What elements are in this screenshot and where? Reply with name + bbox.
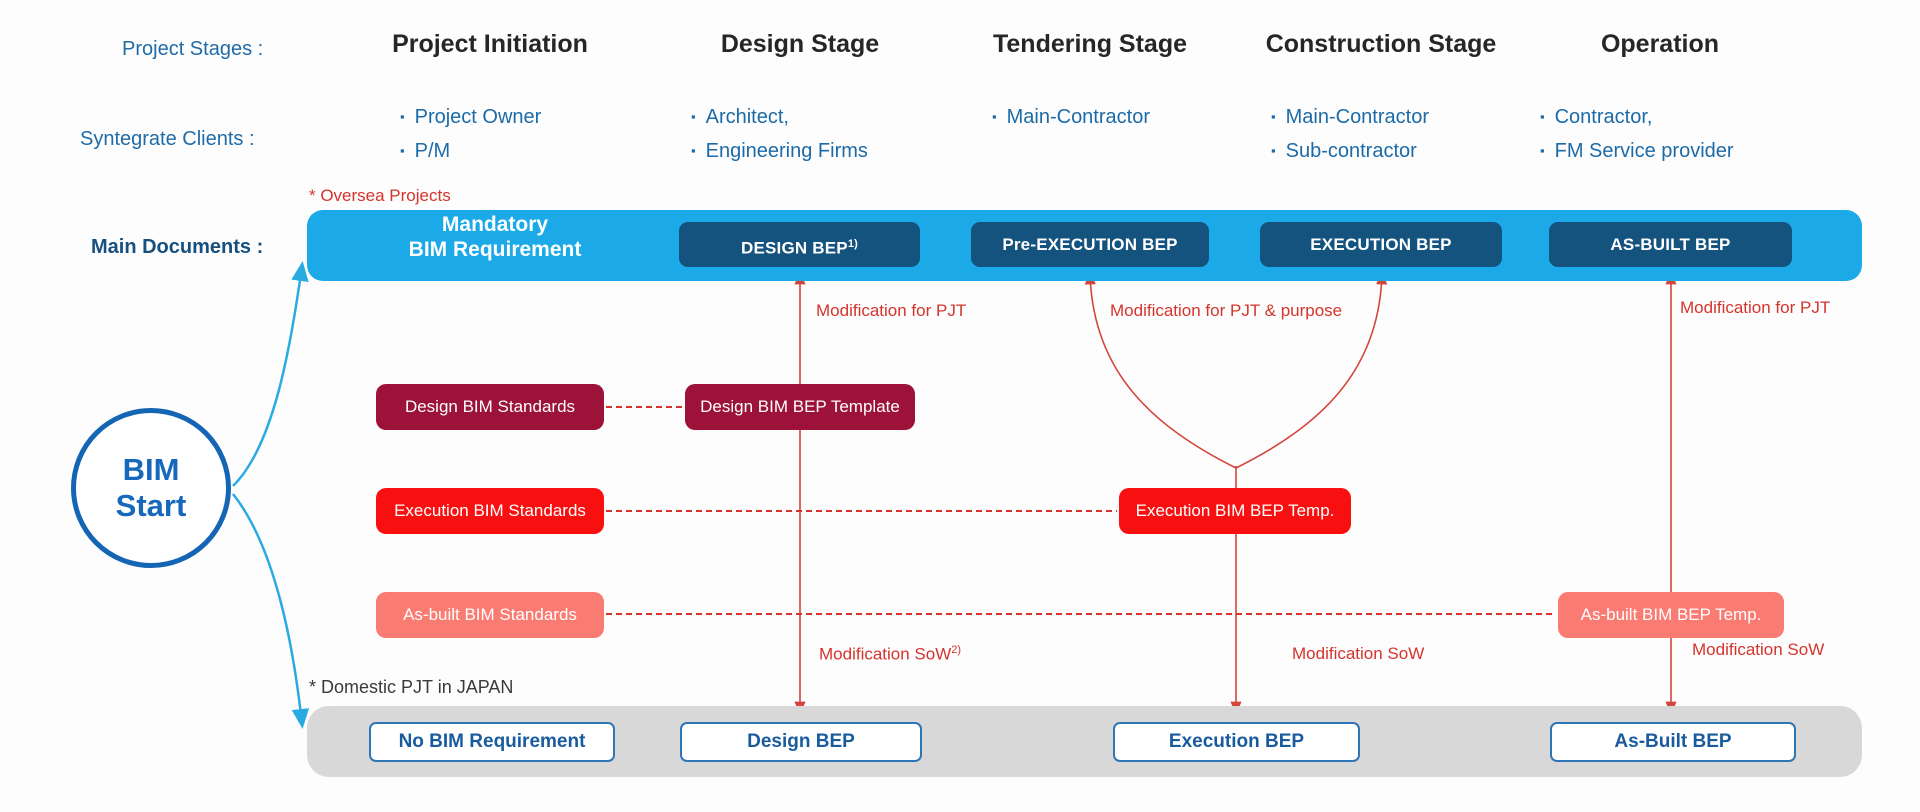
clients-project-initiation: Project Owner P/M — [400, 100, 542, 168]
project-stages-label: Project Stages : — [122, 38, 264, 60]
oversea-projects-note: * Oversea Projects — [309, 186, 451, 205]
mandatory-bim-requirement-title: Mandatory BIM Requirement — [330, 212, 660, 262]
band-title-line1: Mandatory — [441, 213, 549, 236]
modification-sow-design-label: Modification SoW2) — [819, 644, 961, 665]
execution-bim-standards-box: Execution BIM Standards — [376, 488, 604, 534]
modification-for-pjt-asbuilt-label: Modification for PJT — [1680, 298, 1831, 317]
client-item: FM Service provider — [1540, 134, 1734, 168]
as-built-bep-button: AS-BUILT BEP — [1549, 222, 1792, 267]
design-bep-domestic-box: Design BEP — [680, 722, 922, 762]
clients-construction-stage: Main-Contractor Sub-contractor — [1271, 100, 1429, 168]
client-item: P/M — [400, 134, 541, 168]
as-built-bim-standards-box: As-built BIM Standards — [376, 592, 604, 638]
stage-title-tendering: Tendering Stage — [992, 30, 1187, 58]
design-bep-footnote-mark: 1) — [847, 238, 859, 250]
main-documents-label: Main Documents : — [91, 236, 264, 258]
client-item: Project Owner — [400, 100, 542, 134]
stage-title-construction: Construction Stage — [1265, 30, 1497, 58]
clients-operation: Contractor, FM Service provider — [1540, 100, 1734, 168]
design-bep-button: DESIGN BEP1) — [679, 222, 920, 267]
syntegrate-clients-label: Syntegrate Clients : — [80, 128, 255, 150]
modification-sow-execution-label: Modification SoW — [1292, 644, 1425, 663]
as-built-bep-domestic-box: As-Built BEP — [1550, 722, 1796, 762]
modification-sow-text: Modification SoW — [819, 644, 952, 664]
execution-bep-button: EXECUTION BEP — [1260, 222, 1502, 267]
modification-sow-footnote-mark: 2) — [951, 644, 962, 656]
execution-bim-bep-temp-box: Execution BIM BEP Temp. — [1119, 488, 1351, 534]
domestic-pjt-note: * Domestic PJT in JAPAN — [309, 677, 514, 697]
clients-design-stage: Architect, Engineering Firms — [691, 100, 868, 168]
no-bim-requirement-box: No BIM Requirement — [369, 722, 615, 762]
clients-tendering-stage: Main-Contractor — [992, 100, 1150, 134]
stage-title-operation: Operation — [1600, 30, 1720, 58]
client-item: Sub-contractor — [1271, 134, 1429, 168]
stage-title-project-initiation: Project Initiation — [392, 30, 588, 58]
client-item: Engineering Firms — [691, 134, 868, 168]
modification-for-pjt-purpose-label: Modification for PJT & purpose — [1110, 301, 1343, 320]
client-item: Architect, — [691, 100, 868, 134]
client-item: Contractor, — [1540, 100, 1734, 134]
client-item: Main-Contractor — [1271, 100, 1429, 134]
design-bep-label: DESIGN BEP — [740, 238, 848, 258]
pre-execution-bep-button: Pre-EXECUTION BEP — [971, 222, 1209, 267]
band-title-line2: BIM Requirement — [408, 238, 582, 261]
design-bim-standards-box: Design BIM Standards — [376, 384, 604, 430]
bim-start-line1: BIM — [122, 452, 180, 487]
bim-start-to-oversea-curve — [232, 261, 309, 487]
stage-title-design: Design Stage — [720, 30, 880, 58]
client-item: Main-Contractor — [992, 100, 1150, 134]
bim-start-to-domestic-curve — [232, 493, 310, 729]
as-built-bim-bep-temp-box: As-built BIM BEP Temp. — [1558, 592, 1784, 638]
bim-start-node: BIM Start — [71, 408, 231, 568]
modification-for-pjt-design-label: Modification for PJT — [816, 301, 967, 320]
bim-start-line2: Start — [115, 488, 187, 523]
execution-bep-domestic-box: Execution BEP — [1113, 722, 1360, 762]
modification-sow-asbuilt-label: Modification SoW — [1692, 640, 1825, 659]
design-bim-bep-template-box: Design BIM BEP Template — [685, 384, 915, 430]
